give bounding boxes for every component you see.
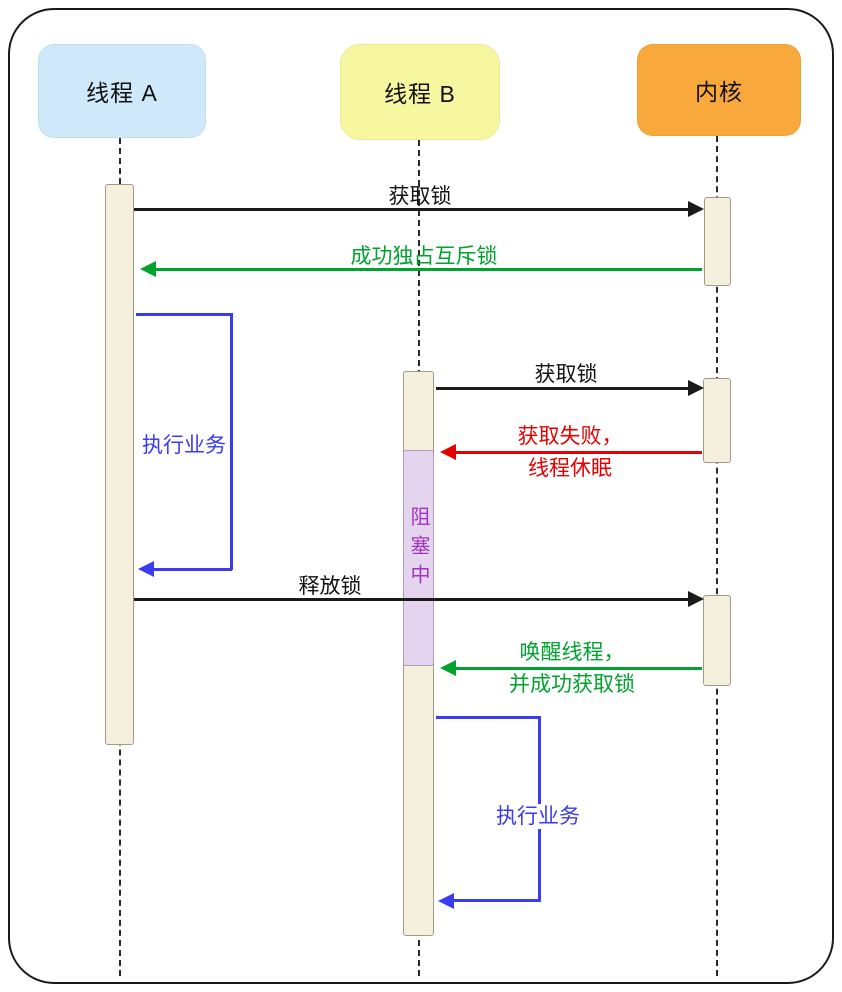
- label-acquire-lock-b: 获取锁: [534, 363, 598, 386]
- arrow-release-lock: [134, 598, 688, 601]
- label-wake-line2: 并成功获取锁: [509, 673, 635, 696]
- label-exec-business-b: 执行业务: [493, 804, 583, 830]
- arrow-acquire-lock-a: [134, 208, 688, 211]
- arrow-acquire-success: [156, 268, 702, 271]
- activation-kernel-1: [704, 197, 731, 286]
- label-acquire-lock-a: 获取锁: [388, 185, 452, 208]
- arrow-wake-thread: [456, 667, 702, 670]
- actor-thread-b-label: 线程 B: [384, 81, 456, 107]
- blocking-text: 阻塞中: [407, 505, 429, 593]
- self-loop-thread-a-top: [136, 313, 232, 316]
- arrowhead-icon: [688, 380, 704, 396]
- diagram-border: [8, 8, 834, 984]
- arrow-acquire-fail: [456, 451, 702, 454]
- activation-kernel-3: [703, 595, 731, 686]
- lifeline-kernel: [716, 136, 718, 976]
- actor-thread-b: 线程 B: [340, 44, 500, 140]
- arrowhead-icon: [440, 660, 456, 676]
- label-exec-business-a: 执行业务: [142, 434, 226, 457]
- arrowhead-icon: [688, 201, 704, 217]
- label-acquire-fail-line1: 获取失败，: [517, 425, 623, 448]
- blocking-state-label: 阻塞中: [403, 494, 434, 604]
- self-loop-thread-a-bottom: [152, 568, 232, 571]
- activation-thread-a: [105, 184, 134, 745]
- self-loop-thread-a-side: [230, 313, 233, 570]
- self-loop-thread-b-top: [436, 716, 540, 719]
- arrowhead-icon: [140, 261, 156, 277]
- arrow-acquire-lock-b: [436, 387, 688, 390]
- arrowhead-icon: [440, 444, 456, 460]
- activation-thread-b-blocked: [403, 450, 434, 666]
- label-wake-line1: 唤醒线程，: [519, 641, 625, 664]
- label-acquire-fail-line2: 线程休眠: [528, 457, 612, 480]
- label-release-lock: 释放锁: [298, 575, 362, 598]
- actor-thread-a: 线程 A: [38, 44, 206, 138]
- actor-kernel: 内核: [637, 44, 801, 136]
- actor-thread-a-label: 线程 A: [86, 80, 158, 106]
- arrowhead-icon: [438, 893, 454, 909]
- actor-kernel-label: 内核: [695, 79, 743, 105]
- label-acquire-success: 成功独占互斥锁: [350, 245, 498, 268]
- activation-kernel-2: [703, 378, 731, 463]
- arrowhead-icon: [138, 561, 154, 577]
- self-loop-thread-b-bottom: [452, 899, 540, 902]
- arrowhead-icon: [688, 591, 704, 607]
